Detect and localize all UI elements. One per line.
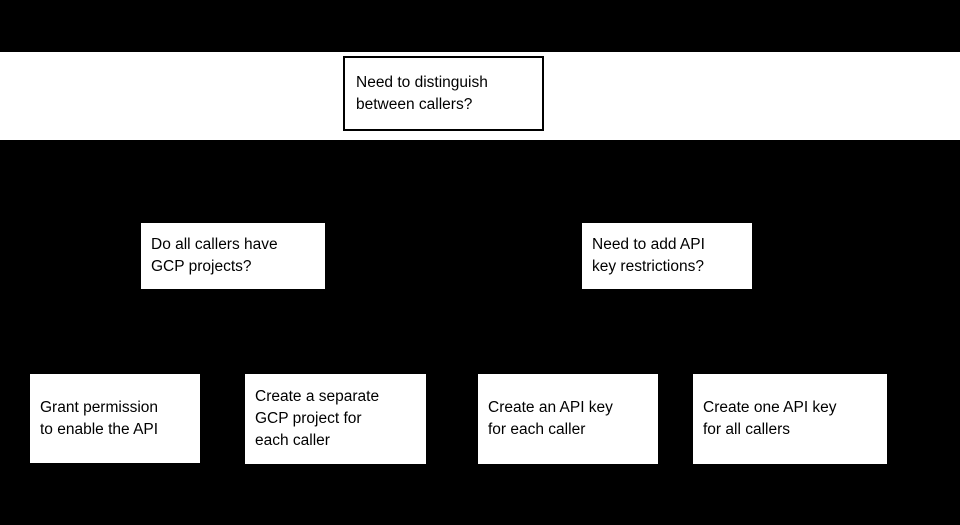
node-create-api-key-for-each-caller: Create an API key for each caller <box>478 374 658 464</box>
node-grant-permission-to-enable-api: Grant permission to enable the API <box>30 374 200 463</box>
node-create-one-api-key-for-all-callers: Create one API key for all callers <box>693 374 887 464</box>
node-create-separate-gcp-project: Create a separate GCP project for each c… <box>245 374 426 464</box>
node-need-to-add-api-key-restrictions: Need to add API key restrictions? <box>582 223 752 289</box>
node-need-to-distinguish-between-callers: Need to distinguish between callers? <box>343 56 544 131</box>
node-do-all-callers-have-gcp-projects: Do all callers have GCP projects? <box>141 223 325 289</box>
